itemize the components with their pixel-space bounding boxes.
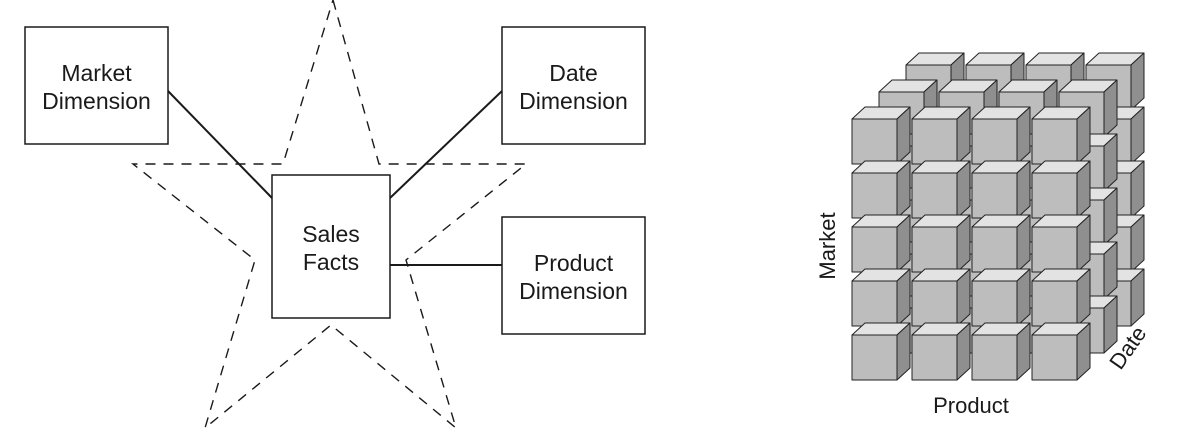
cube-cell-front	[971, 172, 1018, 219]
date-dimension-label-line2: Dimension	[519, 88, 628, 114]
cube-cell-front	[971, 334, 1018, 381]
cube-cell	[911, 214, 971, 273]
cube-cell-front	[911, 280, 958, 327]
cube-cell	[1031, 214, 1091, 273]
cube-cell-front	[1031, 172, 1078, 219]
cube-cell-front	[851, 280, 898, 327]
sales-facts-label-line2: Facts	[303, 249, 359, 275]
connector-date-to-sales	[389, 90, 503, 199]
cube-cell	[911, 322, 971, 381]
star-schema: Market Dimension Date Dimension Sales Fa…	[24, 0, 646, 430]
cube-cell	[1031, 160, 1091, 219]
data-cube	[851, 52, 1145, 381]
sales-facts-label-line1: Sales	[302, 221, 360, 247]
cube-cell	[911, 160, 971, 219]
cube-cell-front	[911, 226, 958, 273]
cube-cell-front	[911, 334, 958, 381]
cube-cell-front	[911, 118, 958, 165]
cube-cell	[851, 106, 911, 165]
cube-cell	[1031, 106, 1091, 165]
cube-cell-front	[851, 226, 898, 273]
cube-cell-front	[911, 172, 958, 219]
star-outline	[130, 0, 528, 430]
cube-cell	[851, 268, 911, 327]
cube-cell	[971, 160, 1031, 219]
cube-cell	[851, 322, 911, 381]
cube-cell-front	[851, 118, 898, 165]
cube-cell	[911, 106, 971, 165]
cube-cell-front	[851, 334, 898, 381]
cube-axis-product-label: Product	[933, 393, 1009, 418]
cube-cell	[851, 214, 911, 273]
cube-cell-front	[1031, 118, 1078, 165]
market-dimension-label-line2: Dimension	[42, 88, 151, 114]
cube-cell-front	[851, 172, 898, 219]
cube-cell	[1031, 268, 1091, 327]
cube-cell-front	[971, 118, 1018, 165]
connector-market-to-sales	[167, 90, 273, 199]
cube-cell	[1031, 322, 1091, 381]
cube-cell-front	[971, 280, 1018, 327]
cube-cell-front	[971, 226, 1018, 273]
cube-cell	[971, 214, 1031, 273]
cube-cell	[971, 268, 1031, 327]
product-dimension-label-line1: Product	[534, 250, 614, 276]
market-dimension-label-line1: Market	[61, 60, 132, 86]
cube-cell-front	[1031, 226, 1078, 273]
cube-cell	[971, 106, 1031, 165]
market-dimension-box[interactable]: Market Dimension	[24, 26, 169, 145]
date-dimension-box[interactable]: Date Dimension	[501, 26, 646, 145]
date-dimension-label-line1: Date	[549, 60, 598, 86]
cube-cell	[911, 268, 971, 327]
product-dimension-label-line2: Dimension	[519, 278, 628, 304]
cube-axis-market-label: Market	[815, 212, 840, 279]
cube-cell	[971, 322, 1031, 381]
cube-cell-front	[1031, 334, 1078, 381]
product-dimension-box[interactable]: Product Dimension	[501, 216, 646, 335]
cube-cell	[851, 160, 911, 219]
sales-facts-box[interactable]: Sales Facts	[271, 174, 391, 319]
cube-cell-front	[1031, 280, 1078, 327]
